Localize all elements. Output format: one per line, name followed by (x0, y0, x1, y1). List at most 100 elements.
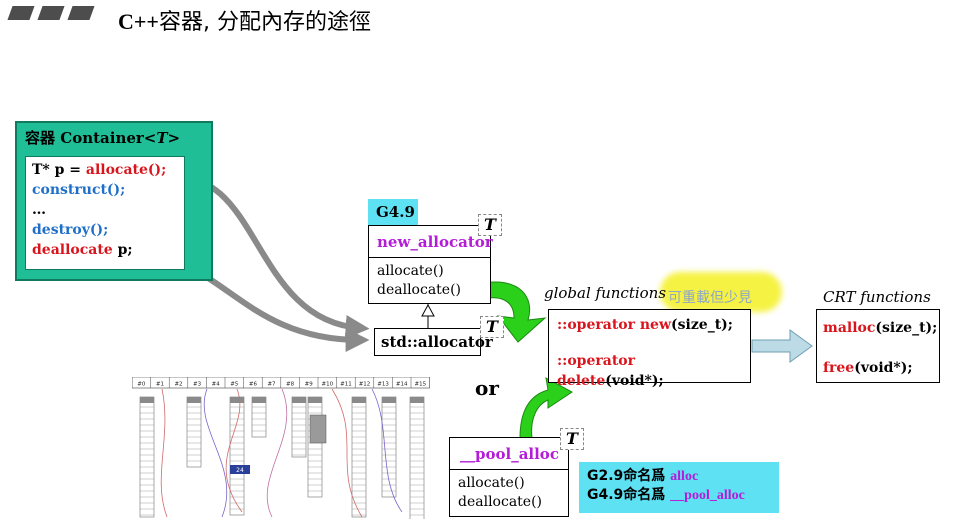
code-text: … (32, 202, 46, 218)
slot-label: #7 (267, 382, 276, 388)
pool-alloc-ops: allocate() deallocate() (450, 470, 568, 516)
crt-functions-label: CRT functions (823, 288, 931, 306)
slot-label: #9 (305, 382, 314, 388)
free-keyword: free (823, 360, 855, 376)
code-line-allocate: T* p = allocate(); (32, 160, 178, 180)
code-line-deallocate: deallocate p; (32, 240, 178, 260)
note-highlight (660, 272, 782, 312)
code-keyword: deallocate (32, 242, 113, 258)
slot-label: #10 (321, 382, 333, 388)
code-text: T* p = (32, 162, 86, 178)
malloc-args: (size_t); (875, 320, 938, 336)
slot-label: #15 (414, 382, 426, 388)
overload-note: 可重載但少見 (668, 290, 752, 306)
container-title-t: T (156, 129, 168, 147)
container-title: 容器 Container<T> (25, 127, 180, 148)
free-list-link (203, 388, 228, 518)
malloc-line: malloc(size_t); (823, 318, 937, 338)
free-args: (void*); (854, 360, 913, 376)
chunk-column (291, 396, 307, 458)
slot-label: #12 (359, 382, 371, 388)
code-line-destroy: destroy(); (32, 220, 178, 240)
chunk-column-head (308, 397, 322, 403)
pool-alloc-op-deallocate: deallocate() (458, 494, 542, 510)
rename-line-g49: G4.9命名爲 __pool_alloc (587, 486, 771, 505)
global-functions-box: ::operator new(size_t); ::operator delet… (548, 309, 751, 389)
code-text: p; (112, 242, 133, 258)
free-list-link (371, 388, 403, 513)
slot-label: #6 (249, 382, 258, 388)
operator-delete-line: ::operator delete(void*); (557, 351, 742, 391)
code-keyword: allocate(); (85, 162, 167, 178)
or-label: or (475, 376, 499, 400)
rename-keyword: alloc (670, 469, 699, 484)
chunk-column-head (230, 397, 244, 403)
slot-label: #11 (340, 382, 352, 388)
chunk-column-head (252, 397, 266, 403)
malloc-keyword: malloc (823, 320, 876, 336)
code-keyword: destroy(); (32, 222, 109, 238)
operator-new-args: (size_t); (671, 317, 733, 333)
container-title-cn: 容器 (25, 129, 56, 147)
code-keyword: construct(); (32, 182, 126, 198)
pool-alloc-template-param: T (560, 428, 584, 450)
slot-label: #13 (377, 382, 389, 388)
chunk-column (351, 396, 367, 518)
free-line: free(void*); (823, 358, 933, 378)
chunk-column-head (410, 397, 424, 403)
operator-new: ::operator new (557, 317, 672, 333)
global-functions-label: global functions (544, 284, 667, 302)
operator-delete: ::operator delete (557, 353, 635, 389)
rename-note: G2.9命名爲 alloc G4.9命名爲 __pool_alloc (579, 462, 779, 513)
chunk-column-head (382, 397, 396, 403)
chunk-column (229, 396, 245, 516)
slot-label: #4 (212, 382, 221, 388)
std-allocator-class: std::allocator (374, 328, 493, 356)
inheritance-triangle (421, 303, 435, 317)
slot-label: #1 (156, 382, 164, 388)
slot-label: #5 (230, 382, 239, 388)
container-title-en: Container< (60, 129, 157, 147)
code-line-ellipsis: … (32, 200, 178, 220)
slot-label: #2 (174, 382, 182, 388)
std-allocator-template-param: T (480, 316, 504, 338)
new-allocator-ops: allocate() deallocate() (369, 258, 490, 304)
slot-label: #3 (193, 382, 202, 388)
rename-text: G2.9命名爲 (587, 468, 671, 484)
code-line-construct: construct(); (32, 180, 178, 200)
rename-line-g29: G2.9命名爲 alloc (587, 467, 771, 486)
used-block (309, 414, 327, 444)
block-size-badge (230, 465, 250, 474)
pool-alloc-class: __pool_alloc allocate() deallocate() (449, 437, 569, 517)
free-list-link (160, 388, 168, 518)
std-allocator-name: std::allocator (381, 333, 493, 351)
title-text: 容器, 分配內存的途徑 (158, 10, 371, 35)
block-size-badge-label: 24 (236, 467, 244, 474)
slot-label: #14 (396, 382, 408, 388)
chunk-column-head (187, 397, 201, 403)
chunk-column (139, 396, 155, 518)
new-allocator-op-deallocate: deallocate() (377, 282, 461, 298)
chunk-column (307, 396, 323, 498)
new-allocator-name: new_allocator (369, 226, 493, 258)
crt-arrow (751, 329, 813, 363)
rename-text: G4.9命名爲 (587, 487, 671, 503)
crt-functions-box: malloc(size_t); free(void*); (816, 309, 940, 383)
chunk-column (409, 396, 425, 519)
container-title-close: > (167, 129, 181, 147)
free-list-link (266, 388, 288, 518)
rename-keyword: __pool_alloc (670, 488, 745, 503)
chunk-column-head (140, 397, 154, 403)
operator-new-line: ::operator new(size_t); (557, 315, 742, 335)
container-box: 容器 Container<T> T* p = allocate(); const… (15, 121, 213, 281)
new-allocator-op-allocate: allocate() (377, 263, 444, 279)
page-title: C++容器, 分配內存的途徑 (118, 4, 371, 36)
container-code: T* p = allocate(); construct(); … destro… (25, 156, 185, 270)
pool-alloc-op-allocate: allocate() (458, 475, 525, 491)
new-allocator-class: new_allocator allocate() deallocate() (368, 225, 493, 304)
chunk-column-head (292, 397, 306, 403)
new-allocator-template-param: T (478, 214, 502, 236)
green-arrow-top (477, 281, 547, 343)
g49-tag: G4.9 (368, 199, 418, 225)
